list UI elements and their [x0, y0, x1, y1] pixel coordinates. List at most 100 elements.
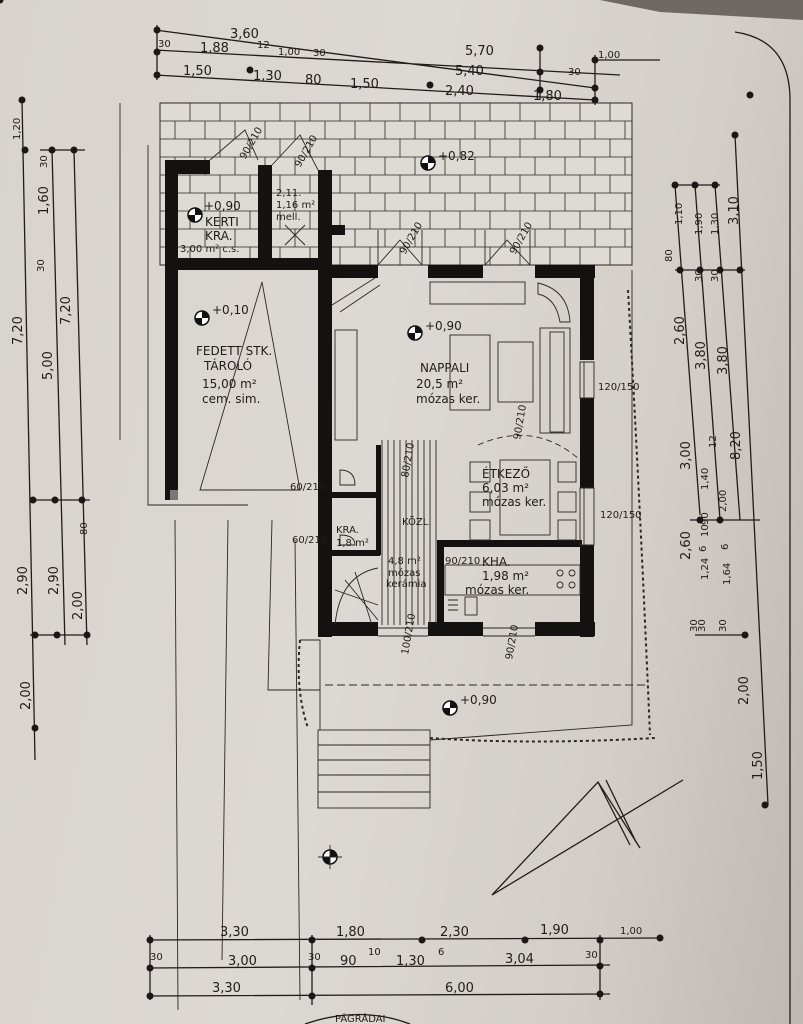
dim-bottom: 3,04: [505, 952, 534, 967]
level-covered-storage: +0,10: [212, 303, 249, 317]
dim-top: 1,00: [278, 47, 300, 58]
kamra-area: 1,8 m²: [336, 538, 369, 549]
dim-top: 1,80: [533, 89, 562, 104]
dim-right: 1,24: [700, 558, 711, 580]
nappali-finish: mózas ker.: [416, 392, 480, 406]
dim-top: 1,00: [598, 50, 620, 61]
dim-top: 30: [158, 39, 171, 50]
nappali-name: NAPPALI: [420, 361, 469, 375]
level-markers: +0,82 +0,90 +0,10 +0,90 +0,90: [187, 149, 497, 869]
dim-top: 2,40: [445, 84, 474, 99]
dim-bottom: 90: [340, 954, 357, 969]
dim-top: 5,40: [455, 64, 484, 79]
kerti-kamra-name2: KRA.: [205, 229, 233, 243]
kerti-kamra-name: KERTI: [205, 215, 239, 229]
dim-right: 2,60: [673, 316, 688, 345]
dim-top: 30: [568, 67, 581, 78]
level-marker-icon: [407, 325, 423, 341]
dim-right: 6: [720, 544, 731, 550]
dim-right: 30: [694, 269, 705, 282]
dim-left: 2,00: [71, 591, 86, 620]
stamp: PÁGRÁDAI: [304, 1012, 411, 1024]
dim-bottom: 3,30: [220, 925, 249, 940]
tarolo-name: FEDETT STK.: [196, 344, 272, 358]
opening-label: 90/210: [504, 624, 521, 661]
level-entrance: +0,90: [460, 693, 497, 707]
kamra-name: KRA.: [336, 525, 359, 536]
etkezo-finish: mózas ker.: [482, 495, 546, 509]
dim-right: 3,80: [694, 341, 709, 370]
dim-bottom: 1,30: [396, 954, 425, 969]
furniture: [199, 129, 595, 637]
dim-bottom: 6,00: [445, 981, 474, 996]
dim-left: 1,20: [12, 118, 23, 140]
opening-label: 60/210: [292, 535, 327, 546]
dim-bottom: 2,30: [440, 925, 469, 940]
dim-bottom: 1,80: [336, 925, 365, 940]
dim-bottom: 30: [585, 950, 598, 961]
dim-right: 2,00: [718, 490, 729, 512]
level-living: +0,90: [425, 319, 462, 333]
dim-right: 10: [700, 524, 711, 537]
kozlekedo-finish2: kerámia: [386, 578, 426, 590]
opening-label: 80/210: [400, 442, 417, 479]
kozlekedo-finish: mózas: [388, 567, 420, 579]
dim-right: 3,10: [727, 196, 742, 225]
level-terrace: +0,82: [438, 149, 475, 163]
dim-left: 30: [36, 259, 47, 272]
dim-top: 80: [305, 73, 322, 88]
kerti-kamra-area: 3,00 m² c.s.: [180, 244, 239, 255]
dim-right: 6: [698, 546, 709, 552]
dim-left: 7,20: [59, 296, 74, 325]
dim-top: 1,50: [183, 64, 212, 79]
level-marker-icon: [420, 155, 436, 171]
stamp-text: PÁGRÁDAI: [335, 1012, 386, 1024]
dim-right: 1,64: [722, 563, 733, 585]
dim-left: 1,60: [37, 186, 52, 215]
dim-right: 30: [697, 619, 708, 632]
dim-top: 1,50: [350, 77, 379, 92]
dim-top: 30: [313, 48, 326, 59]
dim-bottom: 6: [438, 947, 444, 958]
level-marker-icon: [187, 207, 203, 223]
opening-label: 90/210: [512, 404, 529, 441]
opening-label: 120/150: [598, 382, 640, 393]
bottom-dimensions: 3,30 1,80 2,30 1,90 1,00 30 3,00 30 90 1…: [150, 923, 642, 996]
background-edge: [600, 0, 803, 20]
kozlekedo-name: KÖZL.: [402, 515, 431, 528]
dim-bottom: 10: [368, 947, 381, 958]
konyha-area: 1,98 m²: [482, 569, 529, 583]
opening-label: 60/210: [290, 482, 325, 493]
room-labels: KERTI KRA. 3,00 m² c.s. 2,11. 1,16 m² me…: [180, 188, 546, 597]
mell-finish: mell.: [276, 212, 301, 223]
mell-name: 2,11.: [276, 188, 301, 199]
tarolo-finish: cem. sim.: [202, 392, 260, 406]
dim-bottom: 1,90: [540, 923, 569, 938]
dim-left: 30: [39, 155, 50, 168]
dim-right: 1,40: [700, 468, 711, 490]
etkezo-name: ÉTKEZŐ: [482, 466, 530, 481]
dim-bottom: 3,30: [212, 981, 241, 996]
dim-right: 1,90: [694, 213, 705, 235]
dim-bottom: 1,00: [620, 926, 642, 937]
dim-right: 3,80: [716, 346, 731, 375]
terrace-tiles: [159, 102, 633, 266]
dim-left: 2,90: [16, 566, 31, 595]
etkezo-area: 6,03 m²: [482, 481, 529, 495]
dim-bottom: 30: [150, 952, 163, 963]
right-dimensions: 1,10 80 2,60 3,00 2,60 30 1,90 30 3,80 1…: [664, 196, 766, 780]
dim-right: 1,30: [710, 213, 721, 235]
konyha-name: KHA.: [482, 555, 511, 569]
opening-label: 90/210: [445, 556, 480, 567]
nappali-area: 20,5 m²: [416, 377, 463, 391]
mell-area: 1,16 m²: [276, 200, 315, 211]
dim-right: 1,50: [751, 751, 766, 780]
tarolo-name2: TÁROLÓ: [203, 358, 252, 373]
dim-top: 5,70: [465, 44, 494, 59]
level-marker-icon: [194, 310, 210, 326]
dim-right: 30: [710, 269, 721, 282]
dimension-dots: [0, 0, 769, 1000]
tarolo-area: 15,00 m²: [202, 377, 257, 391]
